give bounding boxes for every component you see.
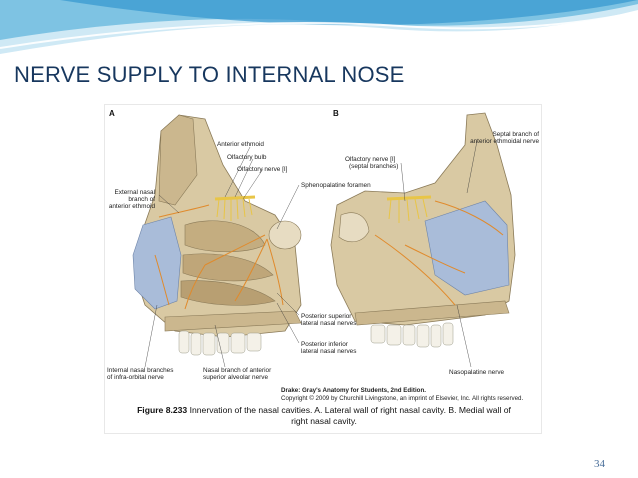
- panel-b-letter: B: [333, 109, 339, 118]
- label-posterior-superior-2: lateral nasal nerves: [301, 320, 357, 327]
- label-nasopalatine-nerve: Nasopalatine nerve: [449, 369, 505, 376]
- label-posterior-superior-1: Posterior superior: [301, 313, 352, 320]
- panel-a-illustration: [132, 114, 302, 368]
- label-internal-nasal-2: of infra-orbital nerve: [107, 374, 164, 381]
- caption-line-2: right nasal cavity.: [291, 416, 357, 426]
- label-septal-branch-1: Septal branch of: [492, 131, 539, 138]
- nasal-cavity-illustration: [132, 112, 516, 368]
- label-anterior-ethmoid: Anterior ethmoid: [217, 141, 264, 148]
- label-internal-nasal-1: Internal nasal branches: [107, 367, 174, 374]
- label-external-nasal-1: External nasal: [114, 189, 156, 196]
- label-olfactory-bulb: Olfactory bulb: [227, 154, 267, 161]
- label-nasal-branch-1: Nasal branch of anterior: [203, 367, 272, 374]
- label-septal-branch-2: anterior ethmoidal nerve: [470, 138, 539, 145]
- label-olfactory-septal-1: Olfactory nerve [I]: [345, 156, 396, 163]
- credit-line-1: Drake: Gray's Anatomy for Students, 2nd …: [281, 387, 426, 394]
- panel-b-illustration: [330, 112, 516, 368]
- panel-a-letter: A: [109, 109, 115, 118]
- caption-line-1: Innervation of the nasal cavities. A. La…: [187, 405, 511, 415]
- label-nasal-branch-2: superior alveolar nerve: [203, 374, 269, 381]
- header-wave-decoration: [0, 0, 638, 54]
- label-external-nasal-2: branch of: [128, 196, 155, 203]
- label-posterior-inferior-2: lateral nasal nerves: [301, 348, 357, 355]
- label-posterior-inferior-1: Posterior inferior: [301, 341, 348, 348]
- caption-figure-number: Figure 8.233: [137, 405, 188, 415]
- slide-title: NERVE SUPPLY TO INTERNAL NOSE: [14, 62, 405, 87]
- label-olfactory-nerve: Olfactory nerve [I]: [237, 166, 288, 173]
- page-number: 34: [594, 458, 605, 470]
- label-olfactory-septal-2: (septal branches): [349, 163, 399, 170]
- figure-caption: Figure 8.233 Innervation of the nasal ca…: [105, 405, 541, 427]
- label-sphenopalatine-foramen: Sphenopalatine foramen: [301, 182, 371, 189]
- label-external-nasal-3: anterior ethmoid: [108, 203, 155, 210]
- credit-line-2: Copyright © 2009 by Churchill Livingston…: [281, 394, 524, 402]
- anatomy-figure: A B Anterior ethmoid Olfactory bulb Olfa…: [104, 104, 542, 434]
- figure-credit: Drake: Gray's Anatomy for Students, 2nd …: [281, 387, 523, 402]
